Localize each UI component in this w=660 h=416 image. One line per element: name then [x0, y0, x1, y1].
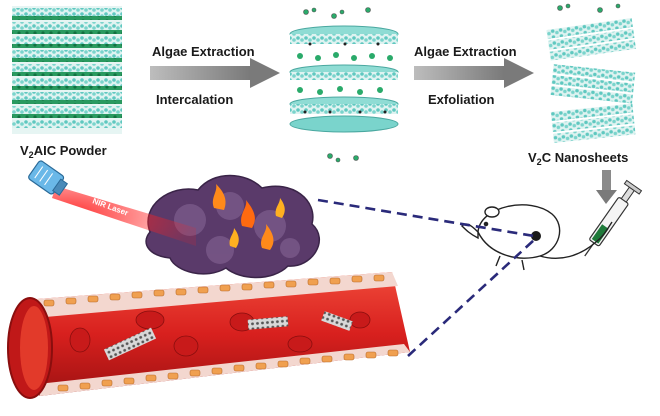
flame-icon	[212, 184, 285, 250]
syringe-icon	[584, 179, 643, 257]
process-arrow-2	[414, 58, 534, 88]
powder-label: V2AIC Powder	[20, 143, 107, 160]
v2alc-powder-lattice	[12, 6, 122, 134]
laser-device-icon	[28, 160, 196, 246]
step1-top-label: Algae Extraction	[152, 44, 255, 59]
blood-vessel	[7, 272, 411, 399]
step2-top-label: Algae Extraction	[414, 44, 517, 59]
down-arrow	[596, 170, 617, 204]
nanosheets-label: V2C Nanosheets	[528, 150, 628, 167]
callout-dashed-lines	[317, 198, 535, 357]
mouse-tumor-spot	[531, 231, 541, 241]
intercalated-lattice	[289, 7, 399, 163]
process-arrow-1	[150, 58, 280, 88]
step1-bottom-label: Intercalation	[156, 92, 233, 107]
mouse-icon	[461, 204, 613, 271]
exfoliated-nanosheets	[546, 3, 636, 143]
step2-bottom-label: Exfoliation	[428, 92, 495, 107]
